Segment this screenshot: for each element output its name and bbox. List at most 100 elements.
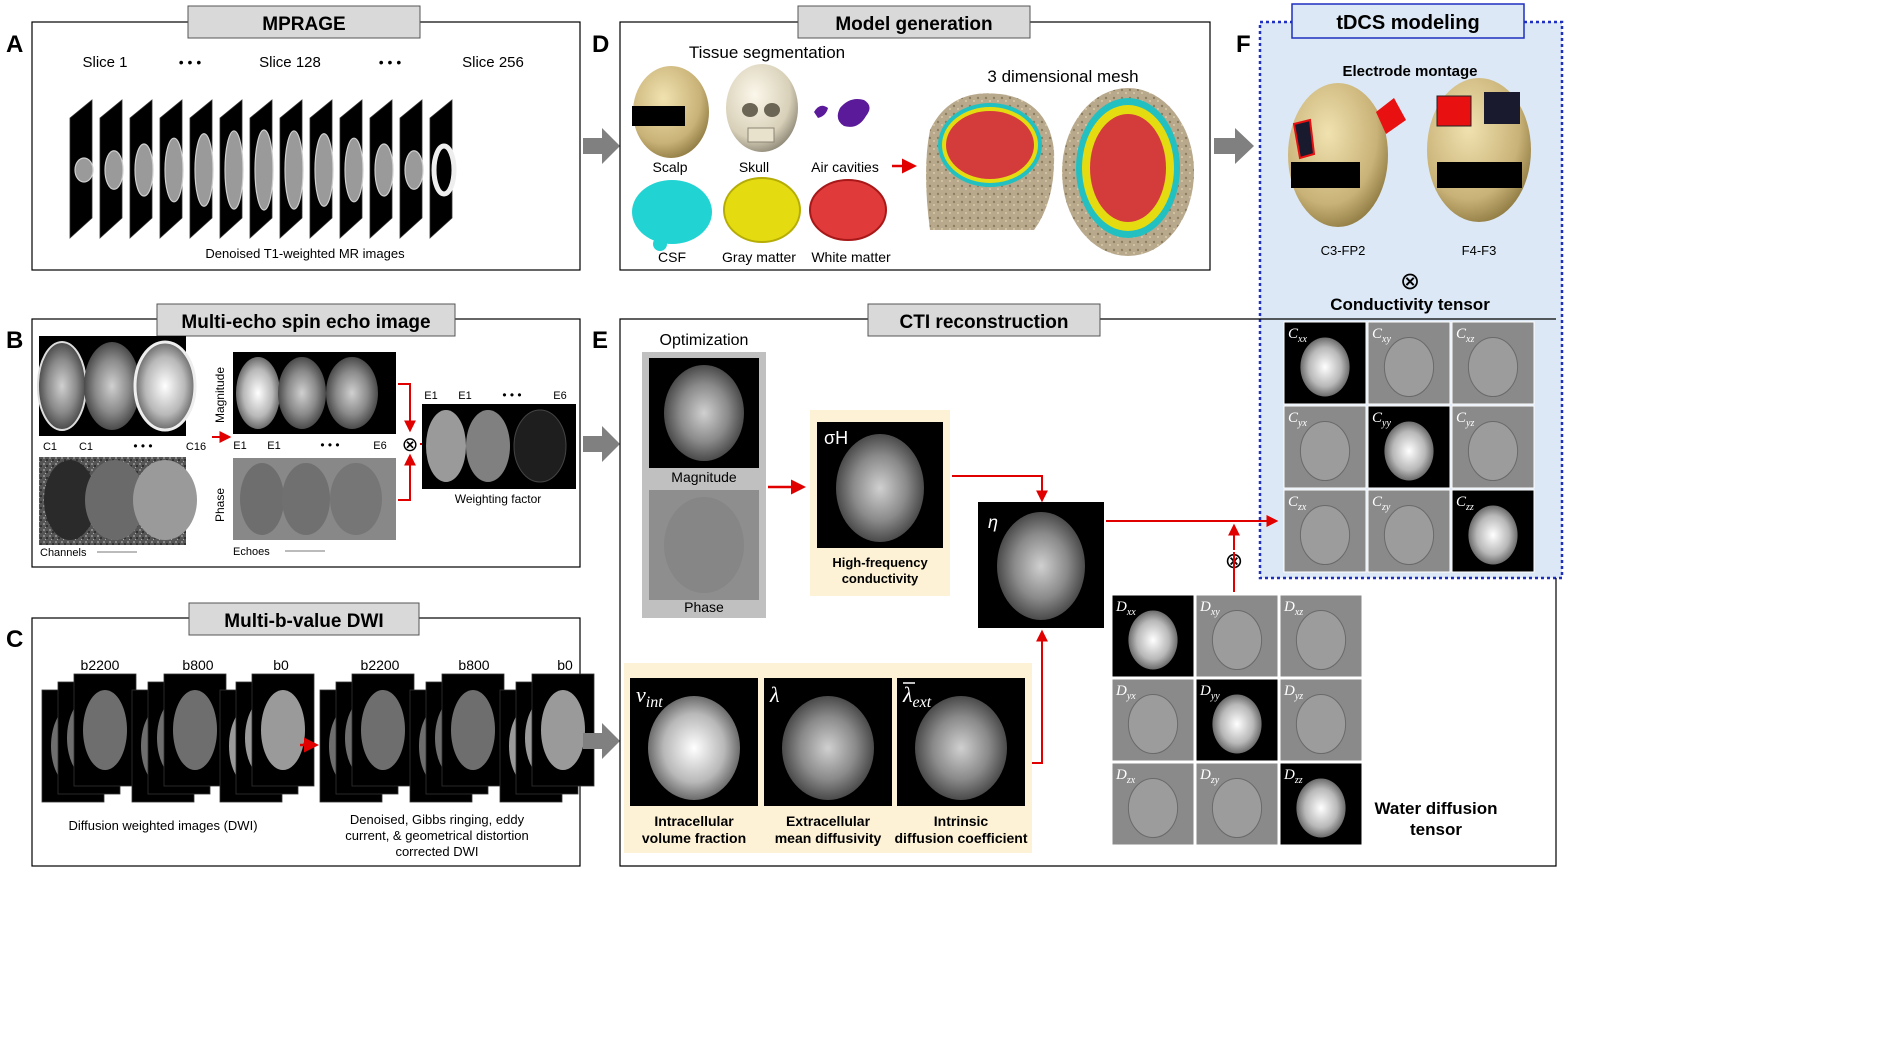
mri-slice-brain <box>224 130 244 210</box>
b-value-label: b800 <box>182 657 213 673</box>
panel-d-title-box <box>797 5 1031 39</box>
opt-phase-label: Phase <box>684 599 724 615</box>
tensor-brain <box>1212 694 1262 754</box>
param-caption: Extracellular <box>786 813 871 829</box>
flow-arrows <box>583 128 1254 759</box>
tensor-brain <box>1467 420 1519 482</box>
montage-label-c3-fp2: C3-FP2 <box>1321 243 1366 258</box>
tissue-white-matter: White matter <box>811 249 891 265</box>
param-caption: volume fraction <box>642 830 746 846</box>
head2-face-mask <box>1437 162 1522 188</box>
coil-phase-2 <box>85 460 145 540</box>
panel-letter-b: B <box>6 327 23 354</box>
mri-slice-brain <box>284 130 304 210</box>
ellipsis-a1: • • • <box>179 54 202 70</box>
weight-echo-e1a: E1 <box>424 390 437 402</box>
arrow-d-to-f <box>1214 128 1254 164</box>
param-caption: mean diffusivity <box>775 830 882 846</box>
coil-label-c1a: C1 <box>43 441 57 453</box>
dwi-brain <box>173 690 217 770</box>
b-value-label: b2200 <box>81 657 120 673</box>
tissue-segmentation-label: Tissue segmentation <box>689 43 845 62</box>
panel-a-caption: Denoised T1-weighted MR images <box>205 246 405 261</box>
slice-label-256: Slice 256 <box>462 54 524 71</box>
param-caption: Intrinsic <box>934 813 989 829</box>
echo-phase-3 <box>330 463 382 535</box>
panel-letter-f: F <box>1236 31 1251 58</box>
arrow-c-to-e <box>583 723 620 759</box>
electrode-fp2 <box>1376 98 1406 134</box>
tensor-brain <box>1295 693 1347 755</box>
coil-mag-3 <box>133 340 197 432</box>
coil-label-c1b: C1 <box>79 441 93 453</box>
tensor-brain <box>1296 778 1346 838</box>
mri-slice-brain <box>404 150 424 190</box>
param-caption: diffusion coefficient <box>895 830 1028 846</box>
echoes-label: Echoes <box>233 546 270 558</box>
panel-letter-d: D <box>592 31 609 58</box>
csf-model <box>632 180 712 244</box>
b-value-label: b800 <box>458 657 489 673</box>
air-cavity-2 <box>837 99 870 127</box>
param-map-brain <box>915 696 1007 800</box>
echo-label-e6: E6 <box>373 440 386 452</box>
mesh-axial-white <box>1090 114 1166 222</box>
tensor-brain <box>1383 504 1435 566</box>
optimization-label: Optimization <box>660 332 749 349</box>
mri-slice-brain <box>74 157 94 183</box>
dwi-caption-right-2: current, & geometrical distortion <box>345 828 529 843</box>
weight-ellipsis: • • • <box>502 388 521 402</box>
skull-teeth <box>747 127 775 143</box>
tensor-brain <box>1211 609 1263 671</box>
param-map-brain <box>782 696 874 800</box>
param-map-brain <box>648 696 740 800</box>
panel-e: E CTI reconstruction Optimization Magnit… <box>592 303 1557 867</box>
magnitude-vertical-label: Magnitude <box>213 367 227 423</box>
panel-c-title: Multi-b-value DWI <box>224 611 383 632</box>
tissue-scalp: Scalp <box>652 159 687 175</box>
mri-slice-brain <box>254 129 274 211</box>
tensor-brain <box>1383 336 1435 398</box>
channels-label: Channels <box>40 547 87 559</box>
sigma-h-brain <box>836 434 924 542</box>
weight-img-2 <box>466 410 510 482</box>
b-value-label: b2200 <box>361 657 400 673</box>
coil-phase-1 <box>44 460 96 540</box>
mri-slice-stack <box>69 99 457 239</box>
weight-img-3 <box>513 409 567 483</box>
skull-eye-left <box>742 103 758 117</box>
dwi-caption-left: Diffusion weighted images (DWI) <box>68 818 257 833</box>
dwi-brain <box>361 690 405 770</box>
panel-d: D Model generation Tissue segmentation S… <box>592 5 1211 271</box>
mag-to-multiply-arrow <box>398 383 416 433</box>
tensor-brain <box>1300 337 1350 397</box>
weight-echo-e1b: E1 <box>458 390 471 402</box>
phase-to-multiply-arrow <box>398 453 416 501</box>
skull-model <box>726 64 798 152</box>
coil-label-c16: C16 <box>186 441 206 453</box>
scalp-face-mask <box>632 106 685 126</box>
echo-mag-3 <box>326 357 378 429</box>
panel-e-frame <box>619 318 1557 867</box>
tissue-csf: CSF <box>658 249 686 265</box>
tensor-brain <box>1299 504 1351 566</box>
panel-c: C Multi-b-value DWI b2200 b800 b0 b2200 b800… <box>6 602 595 867</box>
electrode-c3 <box>1292 118 1316 160</box>
tensor-brain <box>1467 336 1519 398</box>
panel-letter-c: C <box>6 626 23 653</box>
tissue-gray-matter: Gray matter <box>722 249 796 265</box>
panel-f-title: tDCS modeling <box>1336 12 1479 34</box>
tensor-brain <box>1384 421 1434 481</box>
csf-model-cerebellum <box>653 237 667 251</box>
panel-a: A MPRAGE Slice 1 • • • Slice 128 • • • S… <box>6 5 581 271</box>
head1-face-mask <box>1291 162 1360 188</box>
echo-phase-1 <box>240 463 284 535</box>
mri-slice-brain <box>374 143 394 197</box>
eta-symbol: η <box>988 512 998 532</box>
water-tensor-caption-1: Water diffusion <box>1374 799 1497 818</box>
b-value-label: b0 <box>557 657 573 673</box>
